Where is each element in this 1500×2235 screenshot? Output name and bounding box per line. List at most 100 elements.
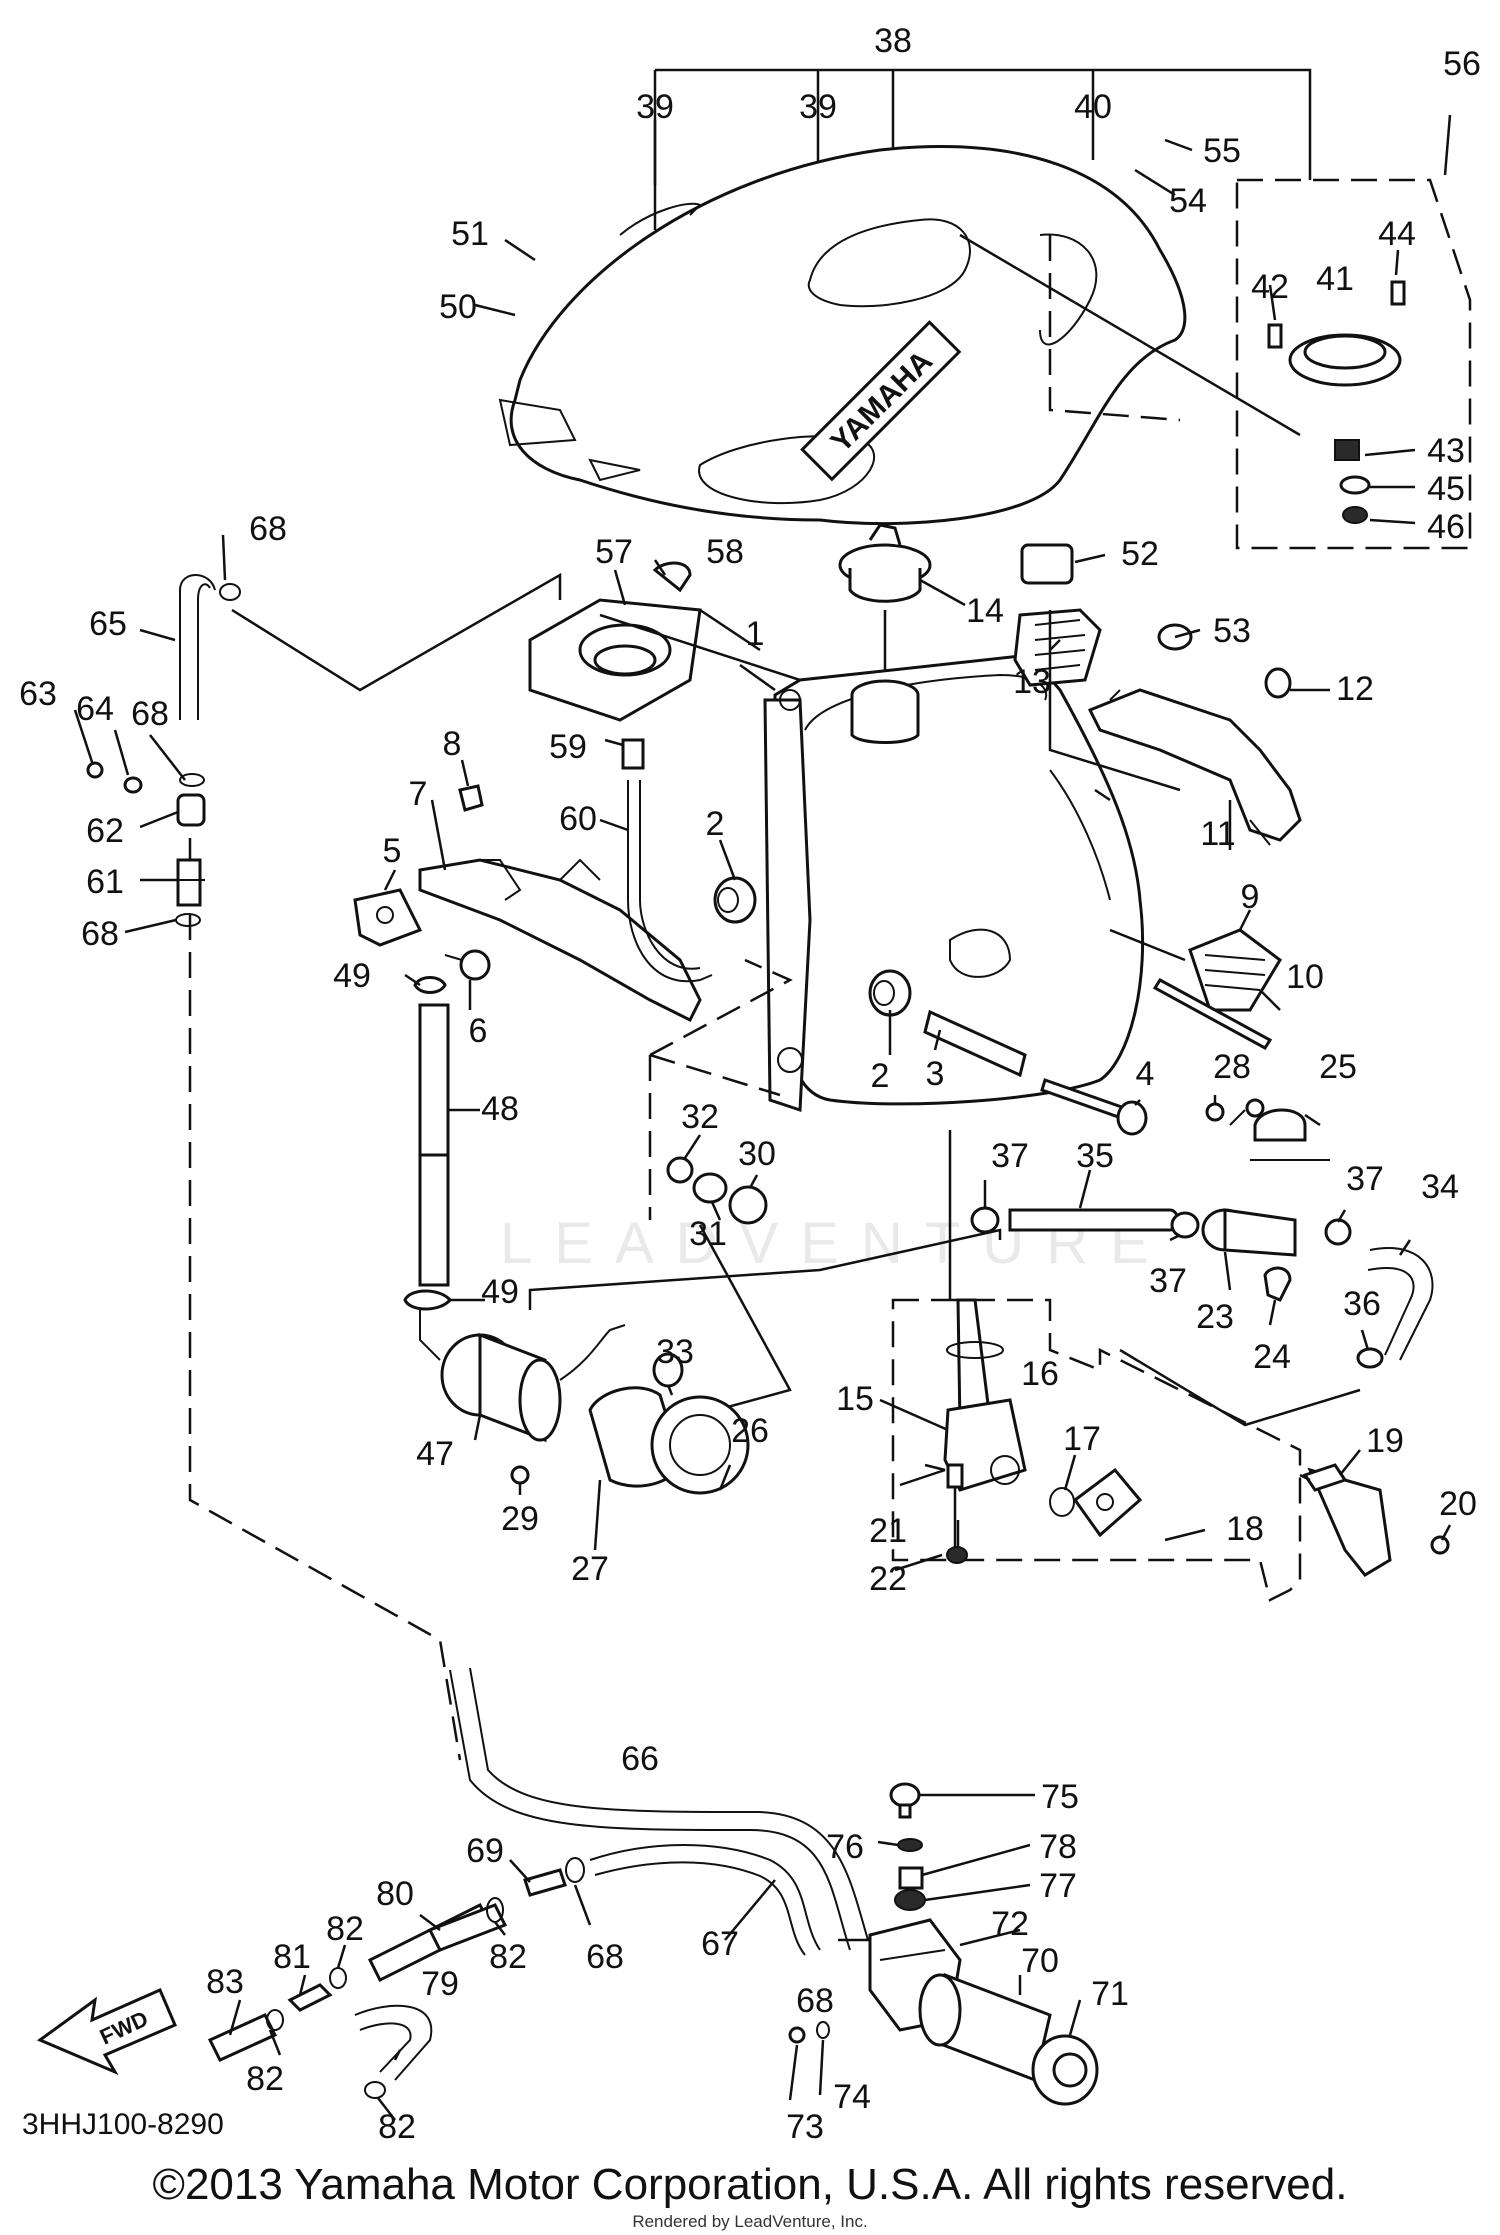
fuel-cock	[943, 1298, 1027, 1492]
hose-79	[354, 2004, 433, 2081]
clamp-37-left	[970, 1206, 1000, 1234]
callout-32: 32	[681, 1098, 719, 1136]
lever-19	[1302, 1463, 1392, 1577]
bracket-5	[353, 888, 423, 947]
callout-68-bottom: 68	[586, 1938, 624, 1976]
callout-41: 41	[1316, 260, 1354, 298]
tank-bracket	[1087, 623, 1302, 846]
callout-83: 83	[206, 1963, 244, 2001]
diagram-code: 3HHJ100-8290	[22, 2108, 224, 2141]
callout-35: 35	[1076, 1137, 1114, 1175]
callout-61: 61	[86, 863, 124, 901]
callout-39-right: 39	[799, 88, 837, 126]
callout-1: 1	[746, 615, 765, 653]
callout-15: 15	[836, 1380, 874, 1418]
fuel-hose-35	[1008, 1208, 1179, 1232]
callout-5: 5	[383, 832, 402, 870]
callout-6: 6	[469, 1012, 488, 1050]
bolt-10	[1152, 978, 1273, 1050]
bracket-9	[1188, 928, 1282, 1012]
clamp-82-c	[266, 2009, 284, 2031]
callout-4: 4	[1136, 1055, 1155, 1093]
fuel-system-exploded-diagram: YAMAHA	[19, 22, 1481, 2146]
callout-28: 28	[1213, 1048, 1251, 1086]
fuel-cap-assembly	[1267, 280, 1406, 524]
callout-37-mid: 37	[1149, 1262, 1187, 1300]
clamp-68-low	[175, 913, 201, 927]
callout-55: 55	[1203, 132, 1241, 170]
holder-24	[1263, 1266, 1292, 1302]
hose-48	[418, 1003, 450, 1287]
callout-68-mid: 68	[131, 695, 169, 733]
callout-33: 33	[656, 1333, 694, 1371]
callout-62: 62	[86, 812, 124, 850]
callout-2-upper: 2	[706, 805, 725, 843]
dashed-group-box-41-46	[1235, 178, 1472, 550]
callout-46: 46	[1427, 508, 1465, 546]
o-ring-17	[1049, 1487, 1075, 1517]
clamp-68-lower	[565, 1857, 585, 1883]
callout-44: 44	[1378, 215, 1416, 253]
callout-50: 50	[439, 288, 477, 326]
callout-27: 27	[571, 1550, 609, 1588]
callout-25: 25	[1319, 1048, 1357, 1086]
hose-80	[367, 1902, 508, 1983]
callout-23: 23	[1196, 1298, 1234, 1336]
callout-43: 43	[1427, 432, 1465, 470]
callout-81: 81	[273, 1938, 311, 1976]
callout-77: 77	[1039, 1867, 1077, 1905]
screw-73	[788, 2026, 806, 2044]
callout-26: 26	[731, 1412, 769, 1450]
callout-31: 31	[689, 1215, 727, 1253]
callout-80: 80	[376, 1875, 414, 1913]
valve-61	[175, 858, 205, 907]
callout-30: 30	[738, 1135, 776, 1173]
callout-38: 38	[874, 22, 912, 60]
clamp-37-mid	[1170, 1211, 1200, 1239]
callout-70: 70	[1021, 1942, 1059, 1980]
hose-83	[207, 2013, 278, 2062]
breather-hose-65	[179, 574, 216, 720]
bolt-75	[889, 1782, 921, 1819]
callout-labels: 38 39 39 40 56 55 54 51 50 44 42 41 43 4…	[19, 22, 1481, 2146]
callout-59: 59	[549, 728, 587, 766]
dashed-link-breather	[188, 800, 462, 1761]
screw-63	[86, 761, 104, 779]
callout-45: 45	[1427, 470, 1465, 508]
callout-36: 36	[1343, 1285, 1381, 1323]
callout-49-top: 49	[333, 957, 371, 995]
callout-78: 78	[1039, 1828, 1077, 1866]
callout-7: 7	[409, 775, 428, 813]
callout-82-a: 82	[326, 1910, 364, 1948]
screw-29	[510, 1465, 530, 1485]
callout-53: 53	[1213, 612, 1251, 650]
clamp-82-d	[364, 2081, 386, 2099]
callout-56: 56	[1443, 45, 1481, 83]
dashed-link-pump	[648, 958, 793, 1220]
filler-gasket	[528, 561, 702, 722]
clamp-82-b	[329, 1967, 347, 1989]
callout-73: 73	[786, 2108, 824, 2146]
fuel-tank	[763, 653, 1145, 1113]
callout-69: 69	[466, 1832, 504, 1870]
nut-8	[458, 784, 484, 812]
plate-18	[1072, 1467, 1143, 1538]
callout-82-b: 82	[489, 1938, 527, 1976]
callout-12: 12	[1336, 670, 1374, 708]
callout-68-low: 68	[81, 915, 119, 953]
callout-9: 9	[1241, 878, 1260, 916]
clamp-25	[1229, 1108, 1330, 1161]
callout-22: 22	[869, 1560, 907, 1598]
breather-hose-60	[627, 780, 713, 983]
callout-37-right: 37	[1346, 1160, 1384, 1198]
callout-18: 18	[1226, 1510, 1264, 1548]
callout-21: 21	[869, 1512, 907, 1550]
callout-63: 63	[19, 675, 57, 713]
callout-10: 10	[1286, 958, 1324, 996]
callout-68-canister: 68	[796, 1982, 834, 2020]
callout-47: 47	[416, 1435, 454, 1473]
callout-82-d: 82	[378, 2108, 416, 2146]
canister-70	[918, 1972, 1052, 2083]
callout-48: 48	[481, 1090, 519, 1128]
tank-cover	[498, 145, 1187, 526]
